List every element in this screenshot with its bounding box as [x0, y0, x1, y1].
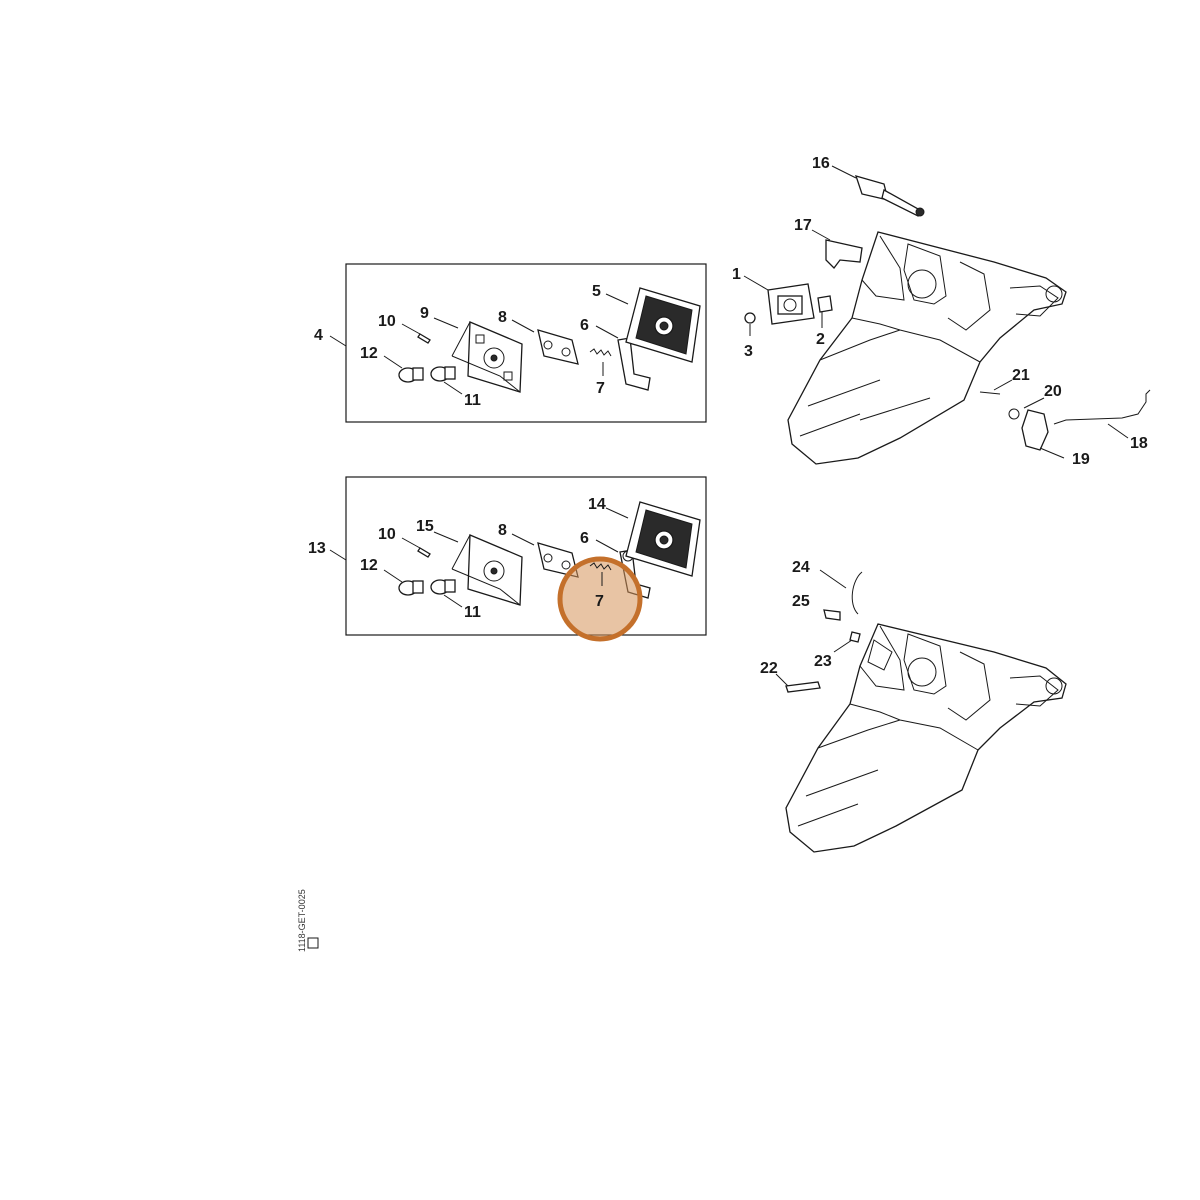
callout-7[interactable]: 7 [596, 380, 605, 397]
callout-3[interactable]: 3 [744, 343, 753, 360]
spring-7-shape[interactable] [589, 348, 612, 357]
filter-14-shape[interactable] [625, 501, 701, 577]
kit-a-group: 4 10 12 11 9 [314, 263, 707, 423]
screw-25-shape[interactable] [823, 609, 841, 621]
drawing-code-box [307, 937, 319, 949]
callout-15[interactable]: 15 [416, 518, 434, 535]
callout-9[interactable]: 9 [420, 305, 429, 322]
pin-10-shape[interactable] [417, 333, 431, 344]
housing-lower-shape[interactable] [785, 623, 1067, 853]
rod-18-shape[interactable] [1053, 389, 1151, 425]
highlight-marker[interactable] [557, 556, 643, 642]
clip-24-shape[interactable] [851, 571, 863, 615]
callout-25[interactable]: 25 [792, 593, 810, 610]
screw-11b-shape[interactable] [430, 579, 456, 595]
gasket-8-shape[interactable] [537, 329, 579, 365]
callout-11[interactable]: 11 [464, 392, 481, 409]
screw-12-shape[interactable] [398, 367, 424, 383]
callout-11b[interactable]: 11 [464, 604, 481, 621]
callout-14[interactable]: 14 [588, 496, 606, 513]
screw-12b-shape[interactable] [398, 580, 424, 596]
lever-19-shape[interactable] [1021, 409, 1049, 451]
callout-10[interactable]: 10 [378, 313, 396, 330]
callout-4[interactable]: 4 [314, 327, 323, 344]
callout-12b[interactable]: 12 [360, 557, 378, 574]
spring-7b-shape[interactable] [589, 562, 612, 571]
valve-16-shape[interactable] [854, 175, 925, 217]
drawing-code: 1118-GET-0025 [297, 889, 307, 952]
callout-19[interactable]: 19 [1072, 451, 1090, 468]
filter-5-shape[interactable] [625, 287, 701, 363]
screw-22-shape[interactable] [785, 681, 821, 693]
pin-21-shape[interactable] [979, 391, 1001, 395]
kit-b-frame [345, 476, 707, 636]
callout-23[interactable]: 23 [814, 653, 832, 670]
callout-10b[interactable]: 10 [378, 526, 396, 543]
callout-22[interactable]: 22 [760, 660, 778, 677]
callout-1[interactable]: 1 [732, 266, 741, 283]
kit-b-group: 13 10 12 11 15 8 [308, 476, 707, 642]
callout-6[interactable]: 6 [580, 317, 589, 334]
callout-13[interactable]: 13 [308, 540, 326, 557]
screw-11-shape[interactable] [430, 366, 456, 382]
upper-housing-group: 16 17 1 2 3 [732, 155, 1151, 468]
filter-plate-9-shape[interactable] [451, 321, 523, 393]
filter-plate-15-shape[interactable] [451, 534, 523, 606]
callout-16[interactable]: 16 [812, 155, 830, 172]
bracket-17-shape[interactable] [825, 239, 863, 269]
callout-21[interactable]: 21 [1012, 367, 1030, 384]
nut-23-shape[interactable] [849, 631, 861, 643]
callout-7-highlighted[interactable]: 7 [595, 593, 604, 610]
callout-20[interactable]: 20 [1044, 383, 1062, 400]
callout-6b[interactable]: 6 [580, 530, 589, 547]
callout-2[interactable]: 2 [816, 331, 825, 348]
washer-20-shape[interactable] [1008, 408, 1020, 420]
nut-3-shape[interactable] [744, 312, 756, 324]
pin-10b-shape[interactable] [417, 547, 431, 558]
kit-a-frame [345, 263, 707, 423]
callout-18[interactable]: 18 [1130, 435, 1148, 452]
callout-17[interactable]: 17 [794, 217, 812, 234]
callout-8[interactable]: 8 [498, 309, 507, 326]
callout-12[interactable]: 12 [360, 345, 378, 362]
lower-housing-group: 24 25 23 22 [760, 559, 1067, 853]
housing-upper-shape[interactable] [787, 231, 1067, 465]
carburetor-1-shape[interactable] [767, 283, 815, 325]
clip-2-shape[interactable] [817, 295, 833, 313]
callout-5[interactable]: 5 [592, 283, 601, 300]
callout-8b[interactable]: 8 [498, 522, 507, 539]
callout-24[interactable]: 24 [792, 559, 810, 576]
